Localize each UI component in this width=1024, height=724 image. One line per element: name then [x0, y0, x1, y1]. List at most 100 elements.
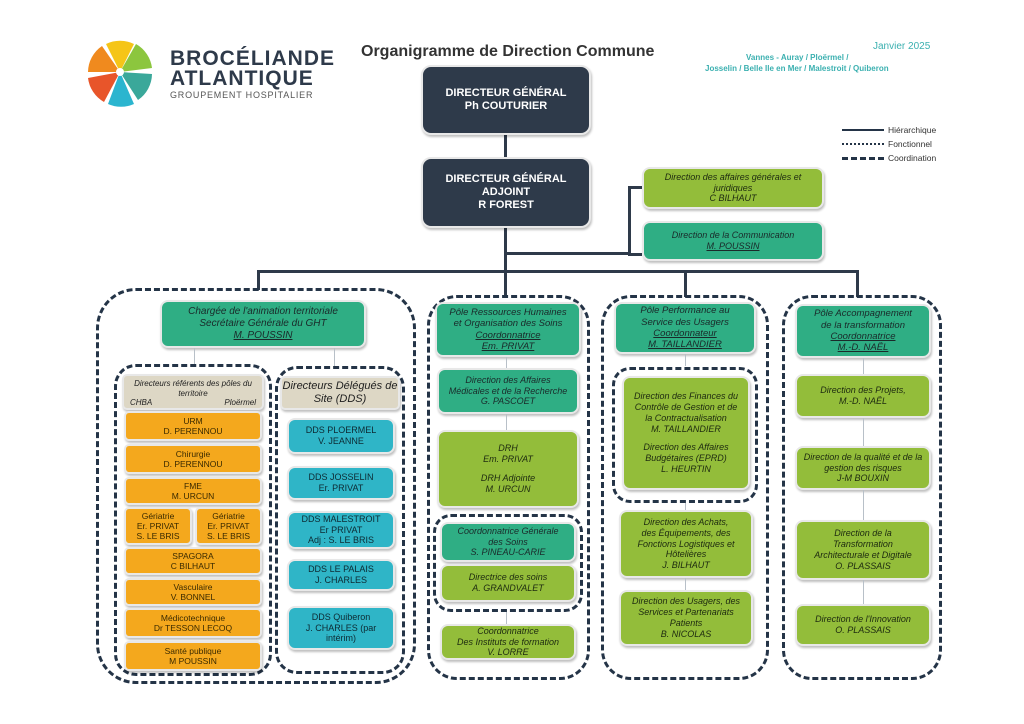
box-person: M.-D. NAËL [837, 342, 889, 354]
affaires-medicales-box[interactable]: Direction des Affaires Médicales et de l… [437, 368, 579, 414]
projets-box[interactable]: Direction des Projets, M.-D. NAËL [795, 374, 931, 418]
affaires-generales-box[interactable]: Direction des affaires générales et juri… [642, 167, 824, 209]
box-line: Coordonnatrice [477, 625, 539, 636]
pole1-coordination-frame [96, 288, 416, 684]
box-line: Des Instituts de formation [456, 636, 560, 647]
box-line: Médicotechnique [160, 612, 226, 623]
communication-box[interactable]: Direction de la Communication M. POUSSIN [642, 221, 824, 261]
box-line: Gériatrie [141, 510, 175, 521]
box-line: Direction des Projets, [820, 385, 906, 396]
box-line: Site (DDS) [313, 393, 367, 405]
finances-box[interactable]: Direction des Finances du Contrôle de Ge… [622, 376, 750, 490]
box-line: Pôle Accompagnement [814, 308, 912, 320]
connector-side-top [628, 186, 642, 189]
qualite-box[interactable]: Direction de la qualité et de la gestion… [795, 446, 931, 490]
usagers-box[interactable]: Direction des Usagers, des Services et P… [619, 590, 753, 646]
connector-pole1 [257, 270, 260, 290]
achats-box[interactable]: Direction des Achats, des Équipements, d… [619, 510, 753, 578]
box-line: Santé publique [164, 645, 222, 656]
box-line: Direction de l'Innovation [815, 614, 911, 625]
connector-side-v [628, 186, 631, 256]
box-person: O. PLASSAIS [835, 625, 891, 635]
box-person: S. LE BRIS [136, 531, 180, 542]
logo-mark-icon [88, 40, 152, 107]
box-line: Gériatrie [212, 510, 245, 521]
box-line: Direction de la qualité et de la [803, 451, 923, 462]
box-line: DDS LE PALAIS [308, 564, 374, 575]
legend-label: Fonctionnel [888, 139, 932, 149]
pole4-head-box[interactable]: Pôle Accompagnement de la transformation… [795, 304, 931, 358]
drh-box[interactable]: DRH Em. PRIVAT DRH Adjointe M. URCUN [437, 430, 579, 508]
directrice-soins-box[interactable]: Directrice des soins A. GRANDVALET [440, 564, 576, 602]
box-person: C BILHAUT [709, 193, 757, 204]
box-person: S. LE BRIS [207, 531, 250, 542]
box-person: Adj : S. LE BRIS [307, 535, 375, 546]
box-line: Direction de la [834, 528, 892, 539]
dg-title: DIRECTEUR GÉNÉRAL [445, 86, 567, 99]
box-line: Direction des Finances du [633, 391, 739, 402]
box-line: Directeurs Délégués de [282, 379, 398, 392]
box-line: DRH Adjointe [480, 473, 536, 483]
legend-label: Hiérarchique [888, 125, 937, 135]
box-line: Direction des Usagers, des [631, 596, 741, 607]
connector-dg-dga [504, 135, 507, 157]
coordonnatrice-soins-box[interactable]: Coordonnatrice Générale des Soins S. PIN… [440, 522, 576, 562]
instituts-formation-box[interactable]: Coordonnatrice Des Instituts de formatio… [440, 624, 576, 660]
pole3-head-box[interactable]: Pôle Performance au Service des Usagers … [614, 302, 756, 354]
connector [506, 612, 507, 624]
transformation-box[interactable]: Direction de la Transformation Architect… [795, 520, 931, 580]
connector-dga-down [504, 228, 507, 272]
dga-title: DIRECTEUR GÉNÉRAL [445, 172, 567, 185]
box-person: G. PASCOET [480, 396, 536, 407]
dds-header: Directeurs Délégués de Site (DDS) [280, 376, 400, 410]
box-line: Chirurgie [175, 448, 211, 459]
page-title: Organigramme de Direction Commune [361, 43, 655, 60]
legend-fonctionnel: Fonctionnel [842, 139, 932, 149]
dga-title2: ADJOINT [481, 185, 531, 198]
box-person: L. HEURTIN [661, 463, 711, 474]
box-line: Directeurs référents des pôles du [134, 379, 252, 388]
pole2-head-box[interactable]: Pôle Ressources Humaines et Organisation… [435, 302, 581, 357]
logo: BROCÉLIANDE ATLANTIQUE GROUPEMENT HOSPIT… [84, 38, 334, 108]
referents-ploermel: Ploërmel [224, 398, 256, 408]
pole3-coordination-frame [601, 295, 769, 680]
box-line: Transformation [833, 539, 893, 550]
box-person: J. CHARLES (par [305, 622, 377, 633]
pole1-head-box[interactable]: Chargée de l'animation territoriale Secr… [160, 300, 366, 348]
box-line: de la transformation [821, 319, 905, 331]
connector [863, 358, 864, 374]
box-line: Fonctions Logistiques et [637, 538, 735, 549]
dg-box[interactable]: DIRECTEUR GÉNÉRAL Ph COUTURIER [421, 65, 591, 135]
box-line: Service des Usagers [641, 316, 729, 328]
box-line: Services et Partenariats [638, 607, 734, 618]
box-person: C BILHAUT [170, 561, 216, 571]
box-person: J. CHARLES [314, 575, 367, 585]
logo-line1: BROCÉLIANDE [170, 47, 336, 70]
box-line: DRH [498, 443, 518, 454]
box-person: Er PRIVAT [319, 524, 363, 535]
connector [506, 357, 507, 369]
box-line: Pôle Performance au [640, 305, 730, 317]
legend-hierarchique: Hiérarchique [842, 125, 936, 135]
dga-box[interactable]: DIRECTEUR GÉNÉRAL ADJOINT R FOREST [421, 157, 591, 228]
box-line: Direction des Affaires [643, 442, 729, 453]
box-line: Direction des affaires générales et [664, 171, 802, 182]
box-line: Pôle Ressources Humaines [449, 306, 567, 318]
innovation-box[interactable]: Direction de l'Innovation O. PLASSAIS [795, 604, 931, 646]
logo-line3: GROUPEMENT HOSPITALIER [170, 90, 314, 100]
dg-name: Ph COUTURIER [464, 100, 548, 112]
